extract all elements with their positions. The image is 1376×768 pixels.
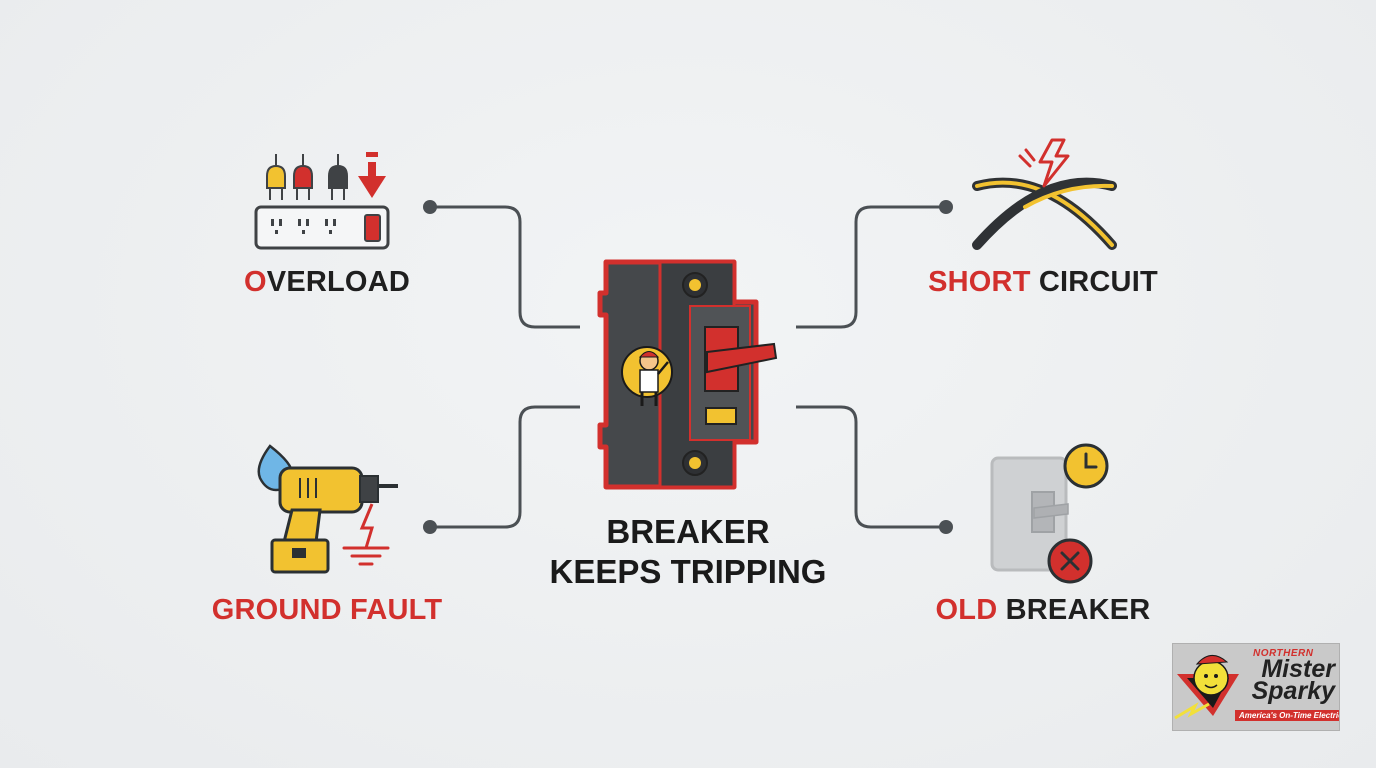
cause-label-old-breaker: OLD BREAKER [935,594,1151,626]
power-strip-overload-icon [254,152,390,250]
cause-label-short-circuit: SHORT CIRCUIT [928,266,1158,298]
old-breaker-clock-icon [990,443,1109,584]
connector-dot-overload [423,200,437,214]
mister-sparky-mascot-icon [1174,655,1239,720]
connector-dot-ground-fault [423,520,437,534]
logo-brand: Mister Sparky [1245,655,1335,705]
connector-ground-fault [430,405,580,529]
connector-dot-short-circuit [939,200,953,214]
logo-line2: Mister [1261,655,1335,683]
cause-label-ground-fault: GROUND FAULT [211,594,443,626]
drill-water-ground-icon [257,444,398,574]
logo-line3: Sparky [1251,677,1335,705]
crossed-wires-spark-icon [972,138,1117,250]
center-title-line2: KEEPS TRIPPING [549,553,827,590]
cause-label-overload: OVERLOAD [244,266,410,298]
logo-tagline: America's On-Time Electrician [1235,710,1339,721]
circuit-breaker-icon [597,259,778,490]
center-title-line1: BREAKER [606,513,770,550]
connector-short-circuit [796,205,946,329]
connector-old-breaker [796,405,946,529]
center-title: BREAKER KEEPS TRIPPING [550,512,827,592]
connector-dot-old-breaker [939,520,953,534]
logo-line1: NORTHERN [1253,648,1314,659]
connector-overload [430,205,580,329]
mister-sparky-logo: NORTHERN Mister Sparky America's On-Time… [1172,643,1340,731]
